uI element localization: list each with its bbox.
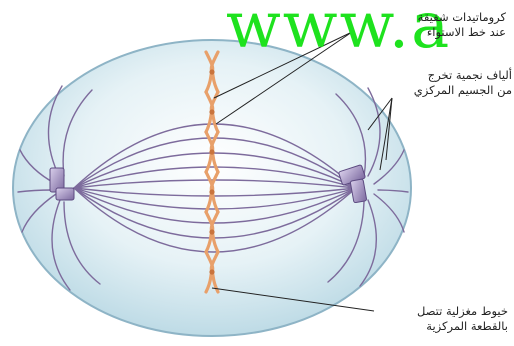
centromere [209,229,214,234]
label-spindle-fibers: خيوط مغزلية تتصل بالقطعة المركزية [378,304,508,334]
label-line: ألياف نجمية تخرج [392,68,512,83]
centromere [209,109,214,114]
label-aster-fibers: ألياف نجمية تخرج من الجسيم المركزي [392,68,512,98]
label-line: عند خط الاستواء [346,25,506,40]
label-sister-chromatids: كروماتيدات شقيقة عند خط الاستواء [346,10,506,40]
centromere [209,269,214,274]
label-line: بالقطعة المركزية [378,319,508,334]
centromere [209,189,214,194]
centromere [209,149,214,154]
centromere [209,69,214,74]
label-line: من الجسيم المركزي [392,83,512,98]
label-line: خيوط مغزلية تتصل [378,304,508,319]
label-line: كروماتيدات شقيقة [346,10,506,25]
